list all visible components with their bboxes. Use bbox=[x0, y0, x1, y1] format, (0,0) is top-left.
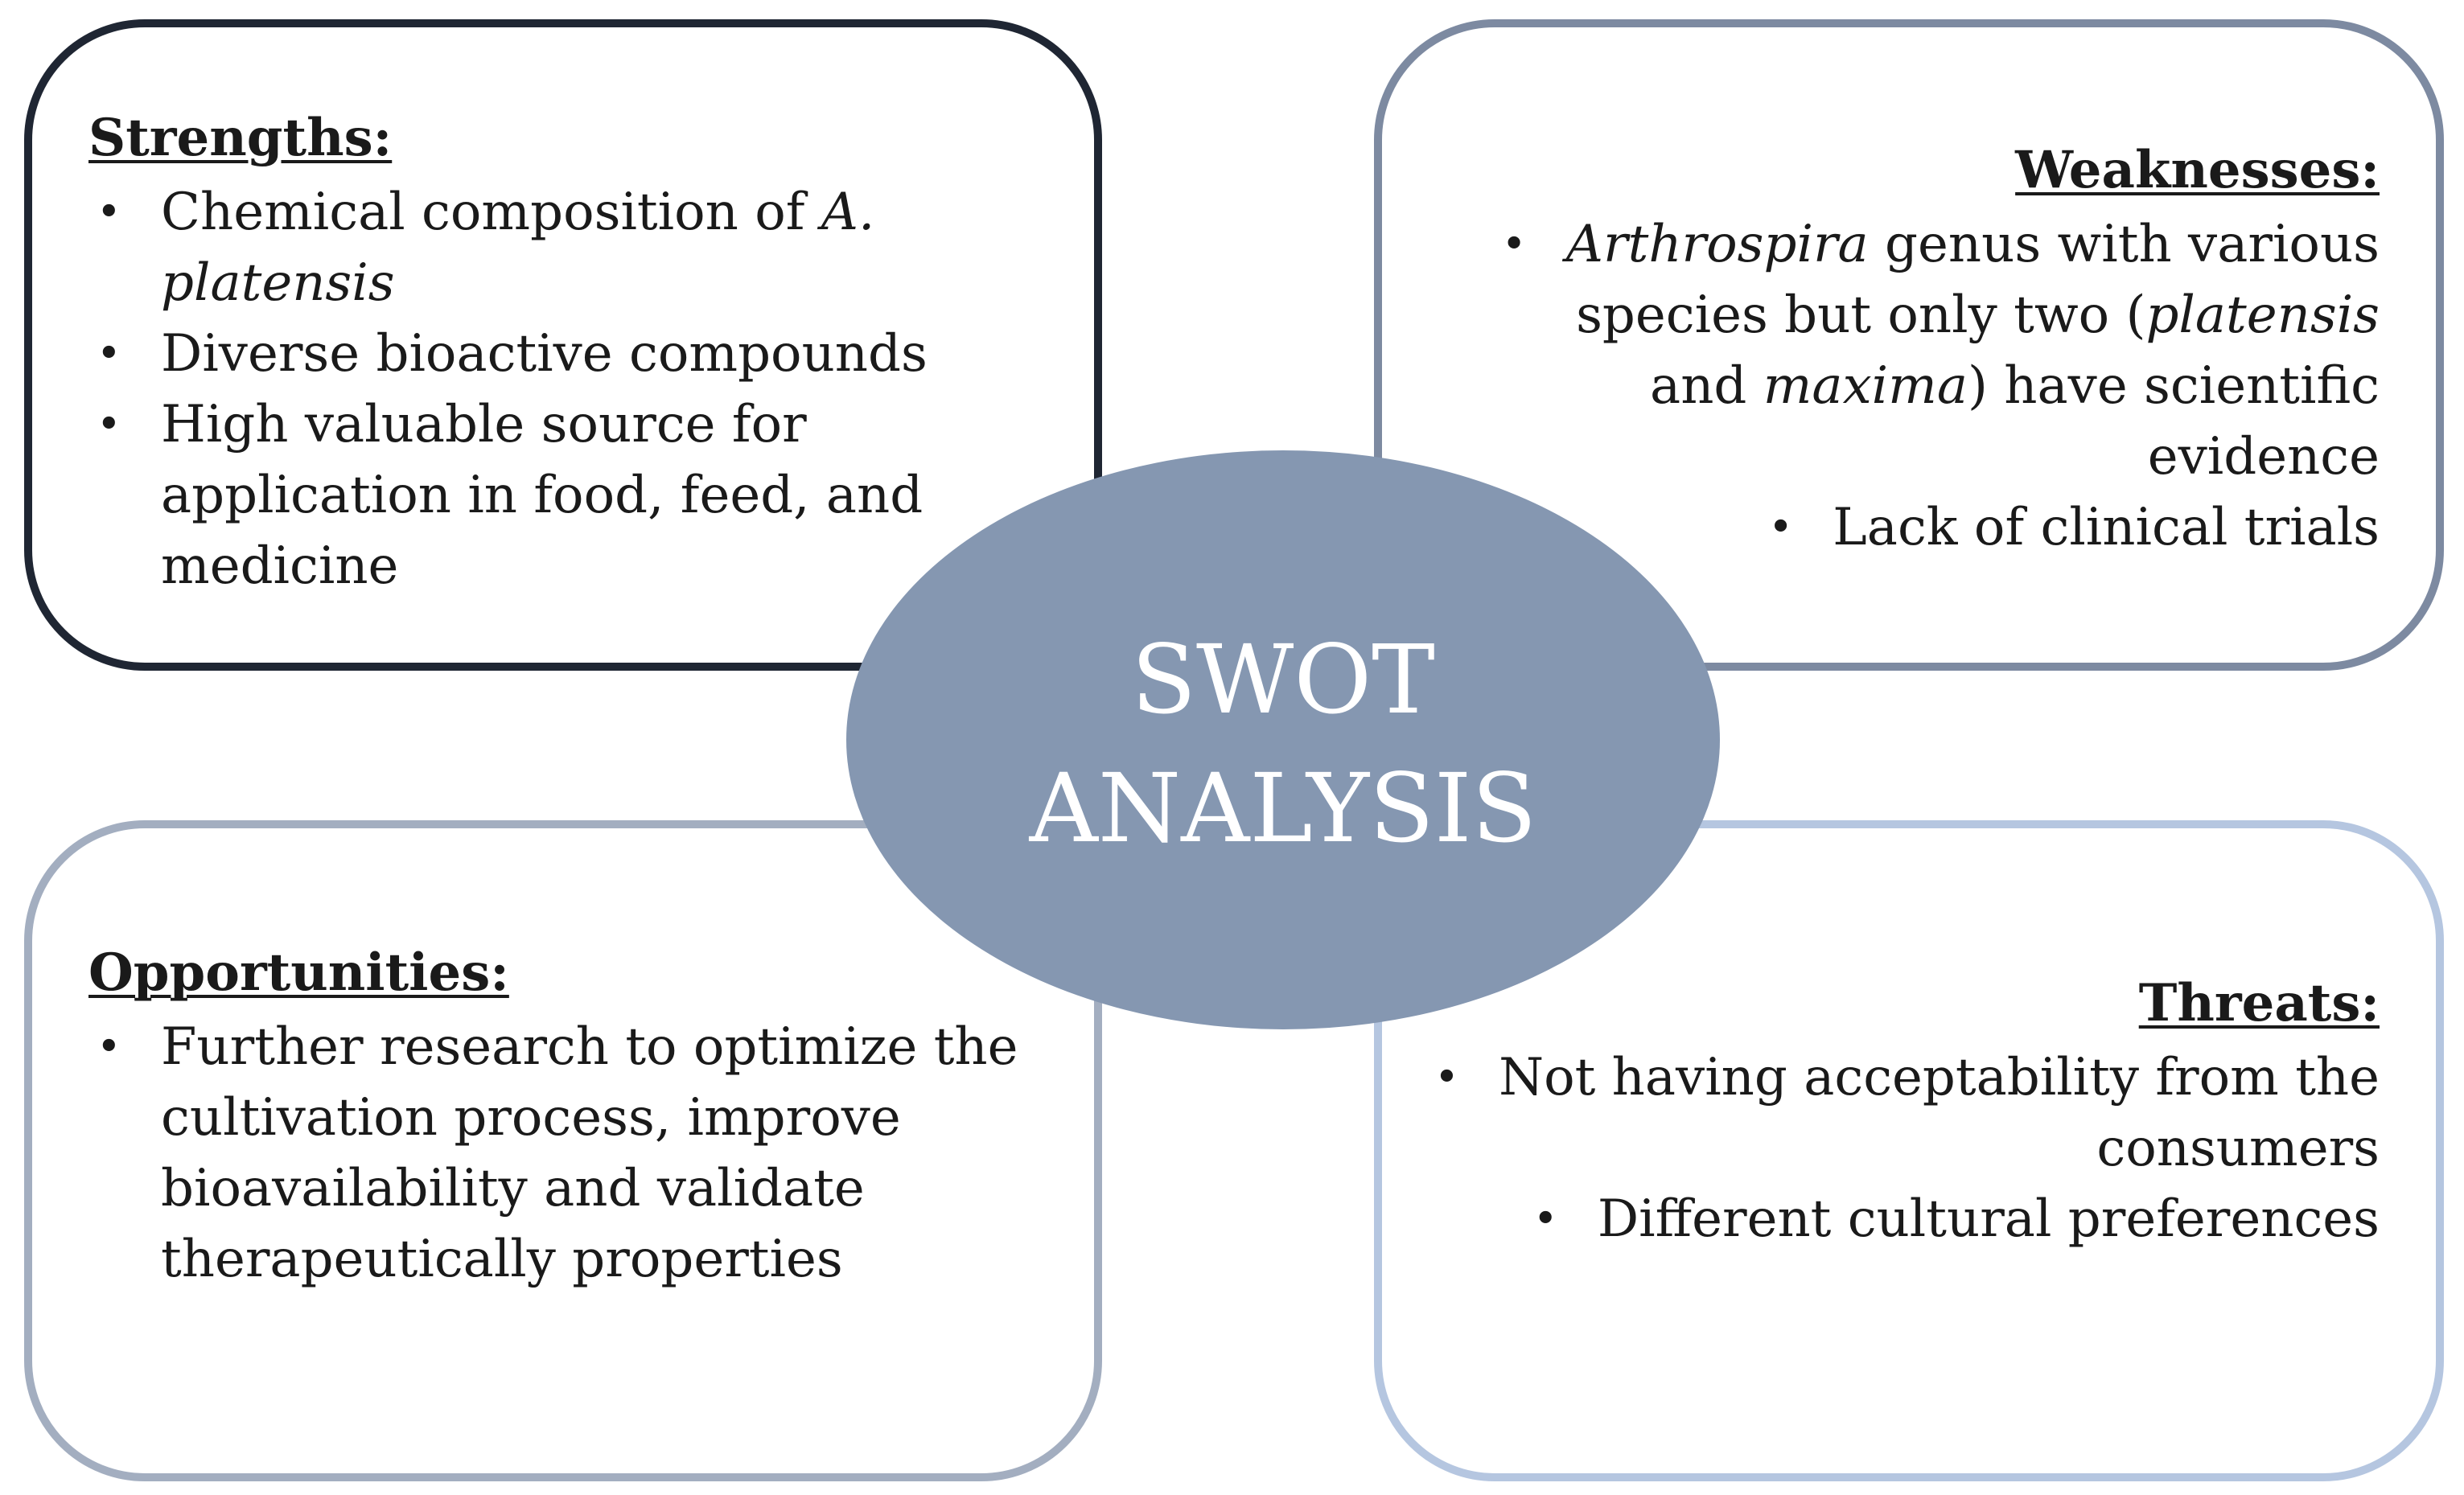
bullet-icon: • bbox=[97, 188, 121, 236]
weakness-item-1-line1: genus with various bbox=[1868, 215, 2380, 274]
strengths-box: Strengths: • Chemical composition of A. … bbox=[24, 19, 1102, 671]
bullet-icon: • bbox=[97, 1023, 121, 1071]
strength-item-3-line1: High valuable source for bbox=[161, 395, 807, 454]
weakness-item-1-line3: and bbox=[1650, 356, 1763, 416]
opportunity-line-3: bioavailability and validate bbox=[161, 1159, 865, 1218]
weakness-item-1-italic-platensis: platensis bbox=[2145, 285, 2380, 345]
threat-item-2-text: Different cultural preferences bbox=[1597, 1189, 2380, 1249]
list-item: • Further research to optimize the culti… bbox=[97, 1012, 1054, 1295]
weakness-item-1-italic-arthrospira: Arthrospira bbox=[1565, 215, 1869, 274]
strength-item-3-line3: medicine bbox=[161, 536, 399, 596]
weakness-item-1-italic-maxima: maxima bbox=[1763, 356, 1968, 416]
bullet-icon: • bbox=[97, 330, 121, 378]
strengths-list: • Chemical composition of A. platensis •… bbox=[97, 177, 1054, 602]
bullet-icon: • bbox=[97, 400, 121, 449]
weakness-item-1-line3-rest: ) have scientific bbox=[1967, 356, 2380, 416]
threat-item-1-line2: consumers bbox=[2096, 1119, 2380, 1178]
bullet-icon: • bbox=[1434, 1053, 1459, 1102]
opportunities-title: Opportunities: bbox=[88, 943, 509, 1003]
weakness-item-1-line2: species but only two ( bbox=[1576, 285, 2146, 345]
weakness-item-1-line4: evidence bbox=[2147, 427, 2380, 487]
bullet-icon: • bbox=[1501, 220, 1527, 269]
strength-item-1-italic-a: A. bbox=[821, 183, 875, 242]
bullet-icon: • bbox=[1532, 1195, 1558, 1243]
list-item: • Chemical composition of A. platensis bbox=[97, 177, 1054, 318]
strengths-title: Strengths: bbox=[88, 108, 393, 168]
list-item: • Arthrospira genus with various species… bbox=[1502, 209, 2380, 492]
list-item: • High valuable source for application i… bbox=[97, 389, 1054, 602]
threat-item-1-line1: Not having acceptability from the bbox=[1499, 1048, 2380, 1107]
opportunity-line-4: therapeutically properties bbox=[161, 1230, 843, 1289]
strength-item-2-text: Diverse bioactive compounds bbox=[161, 324, 928, 384]
opportunity-line-1: Further research to optimize the bbox=[161, 1017, 1018, 1077]
list-item: • Different cultural preferences bbox=[1533, 1184, 2380, 1255]
weaknesses-list: • Arthrospira genus with various species… bbox=[1502, 209, 2380, 492]
swot-label-line1: SWOT bbox=[1131, 624, 1435, 735]
list-item: • Diverse bioactive compounds bbox=[97, 318, 1054, 389]
strength-item-3-line2: application in food, feed, and bbox=[161, 466, 923, 525]
opportunities-list: • Further research to optimize the culti… bbox=[97, 1012, 1054, 1295]
strength-item-1-text: Chemical composition of bbox=[161, 183, 821, 242]
threats-list-2: • Different cultural preferences bbox=[1533, 1184, 2380, 1255]
swot-center-oval: SWOT ANALYSIS bbox=[846, 450, 1720, 1029]
strength-item-1-italic-platensis: platensis bbox=[161, 253, 395, 313]
swot-center-label: SWOT ANALYSIS bbox=[846, 615, 1720, 873]
threats-title: Threats: bbox=[2138, 973, 2380, 1033]
weaknesses-title: Weaknesses: bbox=[2015, 140, 2380, 200]
opportunities-box: Opportunities: • Further research to opt… bbox=[24, 820, 1102, 1481]
swot-label-line2: ANALYSIS bbox=[1029, 753, 1537, 864]
weaknesses-list-2: • Lack of clinical trials bbox=[1768, 492, 2380, 563]
bullet-icon: • bbox=[1768, 503, 1793, 552]
threats-list: • Not having acceptability from the cons… bbox=[1434, 1042, 2380, 1184]
weakness-item-2-text: Lack of clinical trials bbox=[1833, 498, 2380, 557]
list-item: • Lack of clinical trials bbox=[1768, 492, 2380, 563]
opportunity-line-2: cultivation process, improve bbox=[161, 1088, 901, 1148]
list-item: • Not having acceptability from the cons… bbox=[1434, 1042, 2380, 1184]
